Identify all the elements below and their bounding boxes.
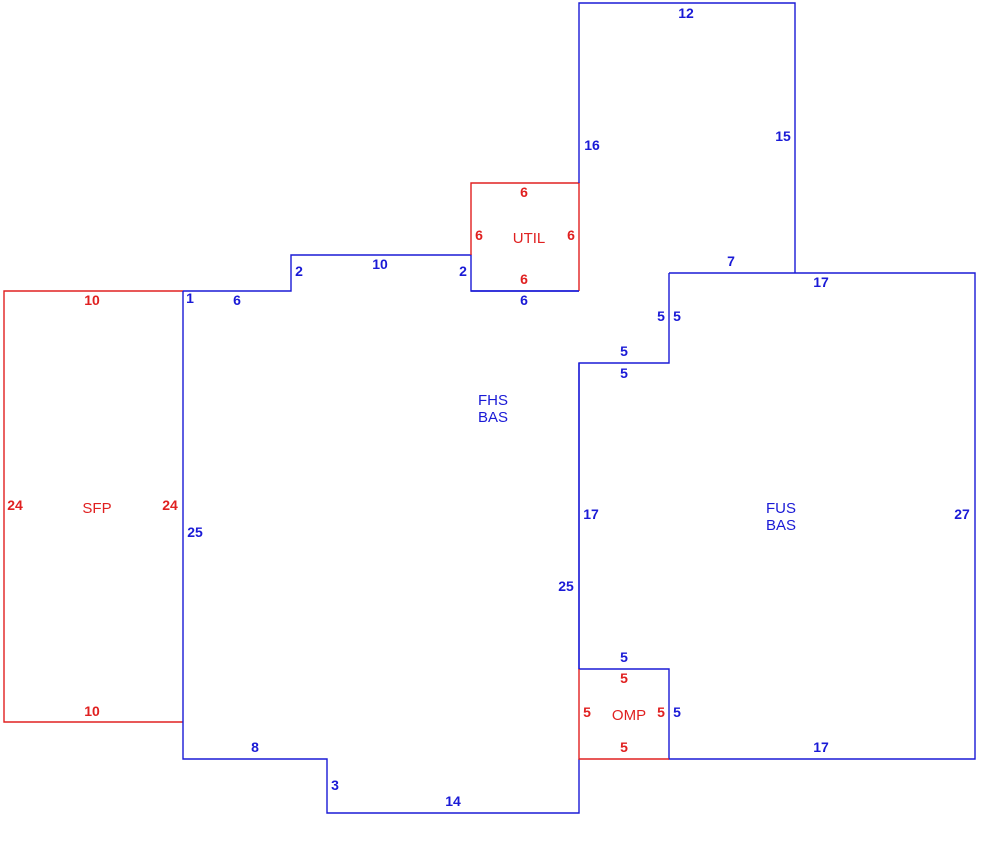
dim-fhs-step-up: 2: [295, 263, 303, 279]
dim-sfp-bottom: 10: [84, 703, 100, 719]
dim-fus-top: 12: [678, 5, 694, 21]
dim-fus-left: 17: [583, 506, 599, 522]
dim-sfp-left: 24: [7, 497, 23, 513]
dim-fus-left-upper: 16: [584, 137, 600, 153]
area-label-util: UTIL: [513, 230, 546, 247]
fus-outline-top: [578, 2, 796, 273]
area-label-fhs-bas: BAS: [478, 409, 508, 426]
dim-fhs-right: 25: [558, 578, 574, 594]
dim-fhs-step-bottom: 3: [331, 777, 339, 793]
area-label-fhs: FHS: [478, 392, 508, 409]
dim-fhs-top-mid: 10: [372, 256, 388, 272]
dim-fus-ledge: 7: [727, 253, 735, 269]
sfp-outline: [3, 290, 183, 723]
dim-fus-notch-top: 5: [620, 343, 628, 359]
area-label-omp: OMP: [612, 707, 646, 724]
dim-fhs-bottom-left: 8: [251, 739, 259, 755]
dim-fhs-util-bottom: 6: [520, 292, 528, 308]
dim-fus-notch-bottom: 5: [620, 365, 628, 381]
dim-fus-right: 27: [954, 506, 970, 522]
area-label-fus: FUS: [766, 500, 796, 517]
dim-sfp-right: 24: [162, 497, 178, 513]
dim-fhs-step-down: 2: [459, 263, 467, 279]
dim-util-bottom: 6: [520, 271, 528, 287]
dim-fus-top-right: 17: [813, 274, 829, 290]
dim-sfp-top: 10: [84, 292, 100, 308]
dim-fus-omp-top: 5: [620, 649, 628, 665]
area-label-fus-bas: BAS: [766, 517, 796, 534]
fus-outline: [578, 272, 976, 760]
area-label-sfp: SFP: [82, 500, 111, 517]
dim-omp-top: 5: [620, 670, 628, 686]
dim-fus-bottom: 17: [813, 739, 829, 755]
dim-omp-left: 5: [583, 704, 591, 720]
dim-fhs-bottom: 14: [445, 793, 461, 809]
dim-fus-right-upper: 15: [775, 128, 791, 144]
dim-fhs-jog: 1: [186, 290, 194, 306]
dim-fhs-top-left: 6: [233, 292, 241, 308]
dim-omp-right: 5: [657, 704, 665, 720]
dim-fus-notch-left: 5: [657, 308, 665, 324]
dim-util-right: 6: [567, 227, 575, 243]
omp-outline: [578, 669, 669, 760]
dim-omp-bottom: 5: [620, 739, 628, 755]
dim-util-left: 6: [475, 227, 483, 243]
dim-fhs-left: 25: [187, 524, 203, 540]
dim-util-top: 6: [520, 184, 528, 200]
dim-fus-omp-right: 5: [673, 704, 681, 720]
util-outline: [470, 182, 580, 291]
dim-fus-notch-right: 5: [673, 308, 681, 324]
fhs-outline-lower: [182, 291, 580, 814]
